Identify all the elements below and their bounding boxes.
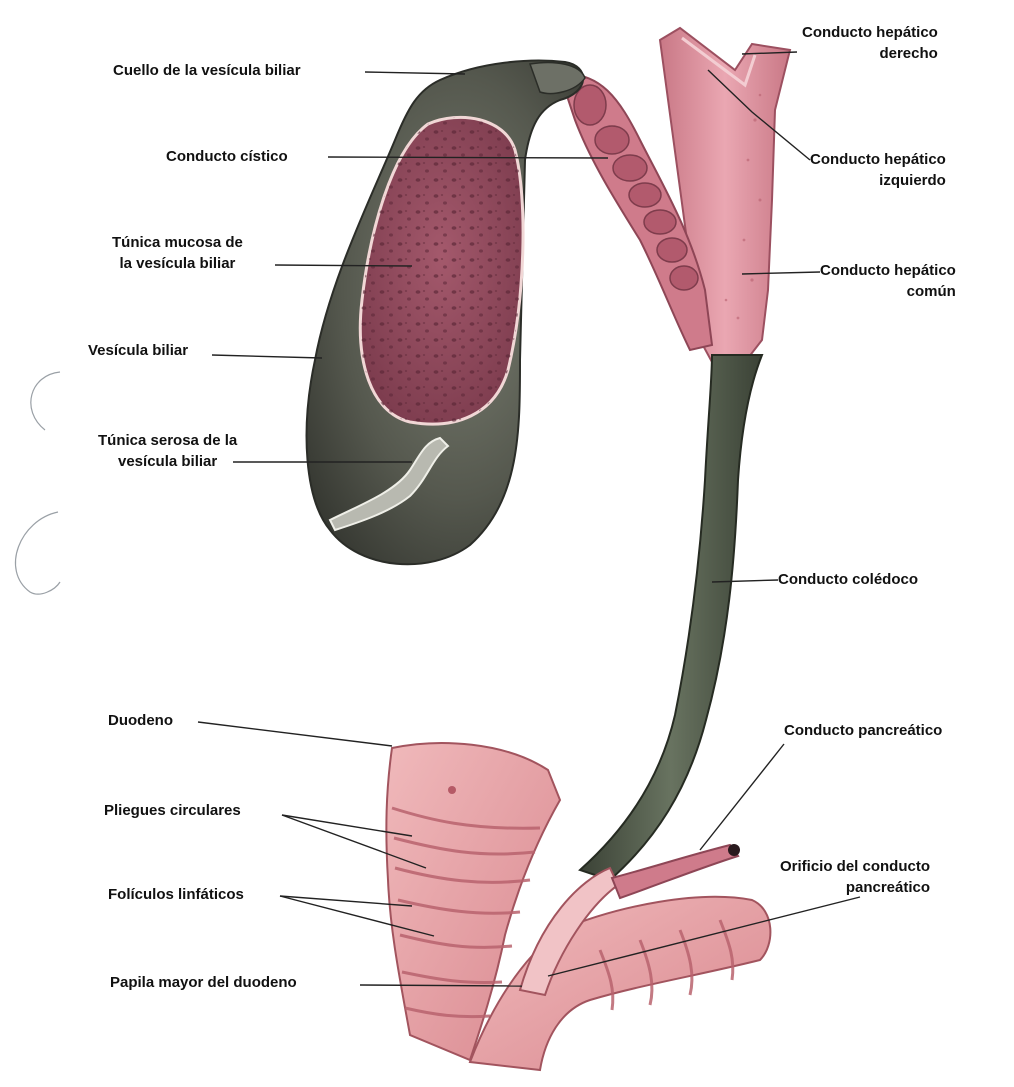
cystic-duct [558,73,714,352]
label-text: Conducto cístico [166,148,288,165]
label-common-hepatic-duct: Conducto hepático común [820,260,956,302]
label-text: Conducto hepático [802,24,938,41]
label-cystic-duct: Conducto cístico [166,146,288,167]
leader-lines [197,51,861,987]
label-lymphatic-follicles: Folículos linfáticos [108,884,244,905]
label-text: Papila mayor del duodeno [110,974,297,991]
label-pancreatic-duct-orifice: Orificio del conducto pancreático [780,856,930,898]
label-pancreatic-duct: Conducto pancreático [784,720,942,741]
label-text: izquierdo [879,172,946,189]
label-text: Duodeno [108,712,173,729]
label-text: Conducto hepático [820,262,956,279]
label-text: Conducto hepático [810,151,946,168]
label-text: común [906,283,956,300]
label-circular-folds: Pliegues circulares [104,800,241,821]
label-text: Conducto colédoco [778,571,918,588]
label-text: Cuello de la vesícula biliar [113,62,301,79]
label-left-hepatic-duct: Conducto hepático izquierdo [810,149,946,191]
duodenum [385,742,772,1072]
label-text: la vesícula biliar [119,255,236,272]
label-text: Orificio del conducto [780,858,931,875]
label-gallbladder: Vesícula biliar [88,340,188,361]
label-text: Folículos linfáticos [108,886,244,903]
pancreatic-duct [610,843,740,900]
label-gallbladder-neck: Cuello de la vesícula biliar [113,60,301,81]
label-gallbladder-serosa: Túnica serosa de la vesícula biliar [98,430,237,472]
gallbladder [305,59,586,566]
common-bile-duct [578,354,764,882]
label-text: pancreático [845,879,931,896]
label-major-duodenal-papilla: Papila mayor del duodeno [110,972,297,993]
edge-artifacts [14,371,61,595]
label-right-hepatic-duct: Conducto hepático derecho [802,22,938,64]
label-gallbladder-mucosa: Túnica mucosa de la vesícula biliar [112,232,243,274]
label-text: Vesícula biliar [88,342,189,359]
label-text: vesícula biliar [118,453,218,470]
label-common-bile-duct: Conducto colédoco [778,569,918,590]
label-text: Túnica mucosa de [112,234,243,251]
label-text: Pliegues circulares [104,802,241,819]
label-text: Conducto pancreático [784,722,943,739]
label-duodenum: Duodeno [108,710,173,731]
label-text: Túnica serosa de la [98,432,238,449]
label-text: derecho [879,45,938,62]
